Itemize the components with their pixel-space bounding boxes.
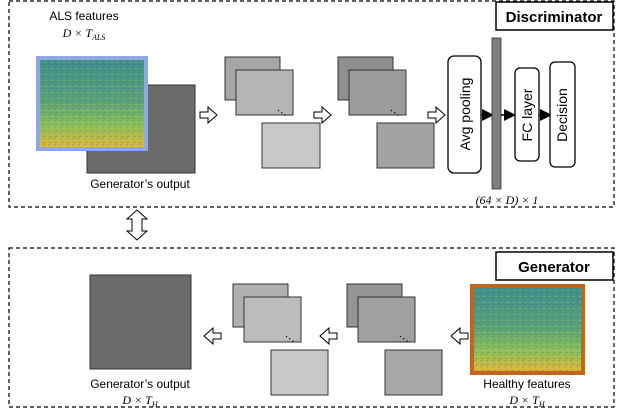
- generator-output-dim: D × TH: [121, 393, 158, 409]
- healthy-features-label: Healthy features: [483, 377, 570, 391]
- healthy-dim-label: D × TH: [508, 393, 545, 409]
- als-dim-label: D × TALS: [62, 26, 106, 42]
- back-arrow-2: [319, 326, 338, 346]
- avg-pooling-label: Avg pooling: [457, 78, 473, 151]
- pooled-vector-bar: [491, 37, 502, 190]
- flow-arrow-3: [427, 105, 446, 125]
- feature-map: [243, 296, 302, 343]
- flow-arrow-1: [199, 105, 218, 125]
- feature-map: [348, 69, 407, 116]
- double-vertical-arrow-icon: [125, 209, 149, 241]
- feature-map: [376, 122, 435, 169]
- discriminator-title-box: [495, 1, 614, 31]
- decision-block: [549, 61, 576, 168]
- generator-title: Generator: [518, 259, 590, 276]
- generator-title-box: [495, 251, 614, 281]
- discriminator-title: Discriminator: [506, 9, 603, 26]
- vector-dim-label: (64 × D) × 1: [476, 193, 539, 207]
- feature-map: [235, 69, 294, 116]
- discriminator-panel: [8, 0, 615, 208]
- generator-panel: [8, 247, 615, 408]
- generator-output-label: Generator’s output: [90, 377, 190, 391]
- back-arrow-1: [203, 326, 222, 346]
- generator-output-label-disc: Generator’s output: [90, 177, 190, 191]
- feature-map: [270, 349, 329, 396]
- decision-label: Decision: [554, 88, 570, 142]
- back-arrow-3: [450, 326, 469, 346]
- feature-map: [357, 296, 416, 343]
- als-features-label: ALS features: [49, 9, 118, 23]
- fc-layer-label: FC layer: [519, 88, 535, 141]
- feature-map: [261, 122, 321, 169]
- flow-arrow-2: [313, 105, 332, 125]
- feature-map: [384, 349, 443, 396]
- generator-output-map: [89, 274, 192, 370]
